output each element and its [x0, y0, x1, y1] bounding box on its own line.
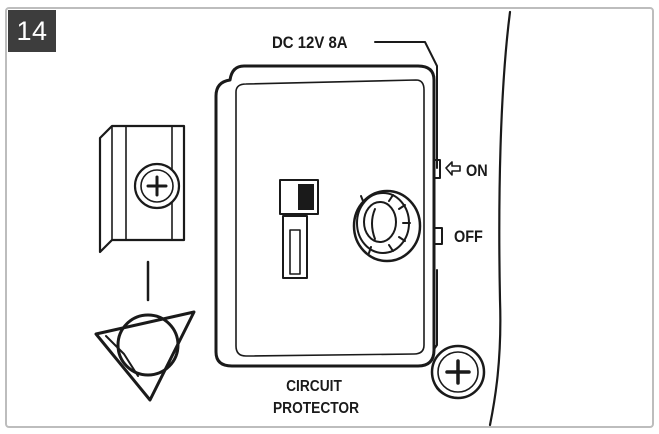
panel-face	[235, 79, 425, 357]
on-notch	[433, 159, 441, 179]
switch-shade	[298, 184, 314, 210]
switch-on-label: ON	[466, 162, 488, 180]
circuit-protector-label-line2: PROTECTOR	[273, 399, 359, 417]
circuit-protector-label-line1: CIRCUIT	[286, 377, 342, 395]
ground-terminal-icon	[94, 310, 196, 402]
switch-body	[282, 215, 308, 279]
panel-plate	[214, 64, 436, 368]
switch-slot	[289, 229, 301, 275]
switch-off-label: OFF	[454, 228, 483, 246]
dc-rating-label: DC 12V 8A	[272, 34, 348, 52]
step-number-badge: 14	[8, 10, 56, 52]
illustration-border	[5, 7, 654, 428]
bracket-screw	[133, 162, 181, 210]
arrow-left-icon	[445, 161, 461, 176]
switch-housing	[279, 179, 319, 215]
dc-callout-line	[374, 41, 438, 169]
housing-outline	[488, 10, 512, 427]
breaker-knob	[352, 189, 422, 263]
phillips-screw-icon	[430, 344, 486, 400]
off-notch	[433, 227, 443, 245]
